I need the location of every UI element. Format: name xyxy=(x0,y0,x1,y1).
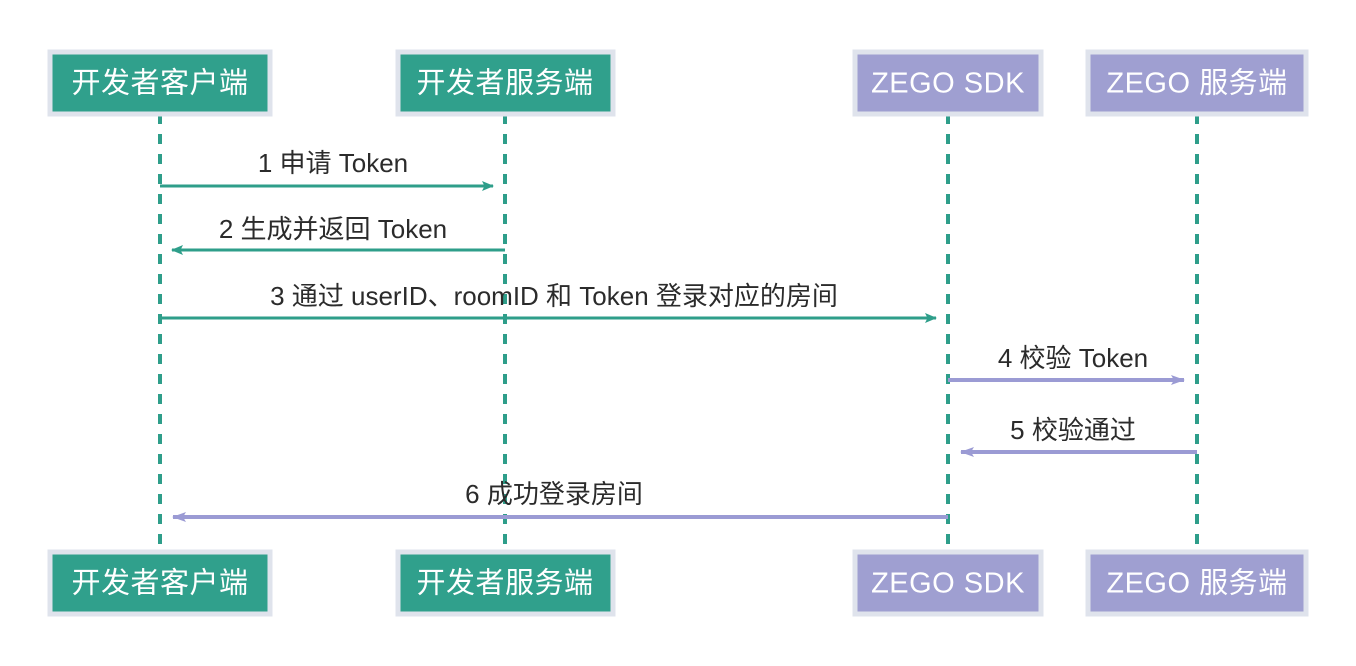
message-1[interactable]: 1 申请 Token xyxy=(160,148,494,191)
participant-label: ZEGO SDK xyxy=(871,568,1025,600)
message-label: 5 校验通过 xyxy=(1010,415,1136,445)
participant-label: 开发者服务端 xyxy=(416,567,593,600)
message-label: 6 成功登录房间 xyxy=(465,479,643,509)
participant-box xyxy=(395,549,616,617)
participant-label: ZEGO SDK xyxy=(871,68,1025,100)
message-label: 4 校验 Token xyxy=(998,343,1148,373)
participant-box xyxy=(1085,549,1309,617)
message-label: 3 通过 userID、roomID 和 Token 登录对应的房间 xyxy=(270,281,838,311)
participant-dev-server-bottom[interactable]: 开发者服务端 xyxy=(395,549,616,617)
participant-zego-sdk-top[interactable]: ZEGO SDK xyxy=(852,49,1044,117)
participant-dev-client-bottom[interactable]: 开发者客户端 xyxy=(47,549,273,617)
participant-label: ZEGO 服务端 xyxy=(1106,67,1287,100)
participant-zego-sdk-bottom[interactable]: ZEGO SDK xyxy=(852,549,1044,617)
message-label: 1 申请 Token xyxy=(258,148,408,178)
participant-dev-client-top[interactable]: 开发者客户端 xyxy=(47,49,273,117)
participant-zego-server-top[interactable]: ZEGO 服务端 xyxy=(1085,49,1309,117)
message-2[interactable]: 2 生成并返回 Token xyxy=(171,214,505,255)
participant-label: 开发者服务端 xyxy=(416,67,593,100)
participant-label: 开发者客户端 xyxy=(71,67,248,100)
participant-box xyxy=(47,549,273,617)
participants-footer: 开发者客户端 开发者服务端 ZEGO SDK ZEGO 服务端 xyxy=(47,549,1309,617)
message-3[interactable]: 3 通过 userID、roomID 和 Token 登录对应的房间 xyxy=(160,281,937,323)
message-4[interactable]: 4 校验 Token xyxy=(948,343,1185,385)
lifelines xyxy=(158,114,1199,552)
participant-zego-server-bottom[interactable]: ZEGO 服务端 xyxy=(1085,549,1309,617)
participant-dev-server-top[interactable]: 开发者服务端 xyxy=(395,49,616,117)
message-6[interactable]: 6 成功登录房间 xyxy=(172,479,948,522)
messages: 1 申请 Token 2 生成并返回 Token 3 通过 userID、roo… xyxy=(160,148,1197,522)
participant-box xyxy=(852,49,1044,117)
participant-box xyxy=(1085,49,1309,117)
participant-box xyxy=(47,49,273,117)
participant-box xyxy=(852,549,1044,617)
participant-box xyxy=(395,49,616,117)
message-label: 2 生成并返回 Token xyxy=(219,214,447,244)
message-5[interactable]: 5 校验通过 xyxy=(960,415,1197,457)
participant-label: 开发者客户端 xyxy=(71,567,248,600)
participant-label: ZEGO 服务端 xyxy=(1106,567,1287,600)
participants-header: 开发者客户端 开发者服务端 ZEGO SDK ZEGO 服务端 xyxy=(47,49,1309,117)
